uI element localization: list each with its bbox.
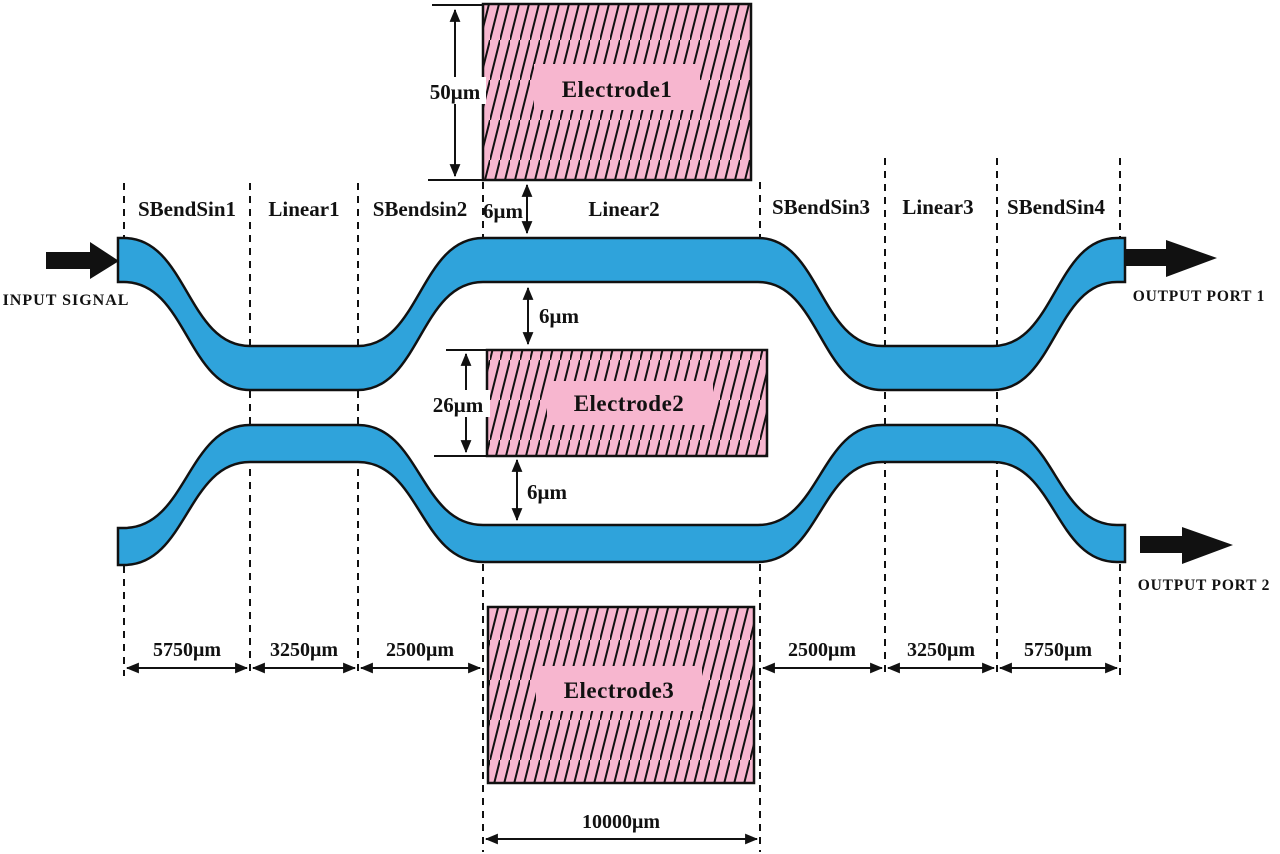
electrode2-label-box — [547, 381, 713, 425]
lower-waveguide — [116, 423, 1127, 567]
dim-gap-bottom: 6μm — [511, 458, 567, 522]
output-port2-label: OUTPUT PORT 2 — [1138, 577, 1270, 594]
dim-26um-label-bg — [426, 390, 490, 417]
section-label-sbendsin3: SBendSin3 — [772, 195, 870, 219]
dim-2500-right-label: 2500μm — [788, 639, 856, 661]
section-label-sbendsin2: SBendsin2 — [373, 197, 468, 221]
section-label-linear3: Linear3 — [902, 195, 973, 219]
dim-5750-left-label: 5750μm — [153, 639, 221, 661]
dim-26um-label: 26μm — [433, 393, 484, 417]
section-label-row: SBendSin1 Linear1 SBendsin2 Linear2 SBen… — [138, 195, 1106, 221]
electrode3-border — [486, 605, 756, 785]
electrode1: Electrode1 — [481, 2, 753, 182]
upper-waveguide — [116, 236, 1127, 392]
dim-gap-bottom-label: 6μm — [527, 480, 567, 504]
output-port1-label: OUTPUT PORT 1 — [1133, 288, 1265, 305]
input-signal-arrow — [46, 242, 119, 279]
dim-3250-right-label: 3250μm — [907, 639, 975, 661]
dim-gap-middle-label: 6μm — [539, 304, 579, 328]
dim-electrode2-height: 26μm — [426, 349, 490, 457]
electrode3: Electrode3 — [486, 605, 756, 785]
electrode2-label: Electrode2 — [574, 391, 685, 416]
section-label-linear2: Linear2 — [588, 197, 659, 221]
electrode1-label: Electrode1 — [562, 77, 673, 102]
output-port1-arrow — [1124, 240, 1217, 277]
section-label-sbendsin1: SBendSin1 — [138, 197, 236, 221]
section-label-sbendsin4: SBendSin4 — [1007, 195, 1106, 219]
output-port2-arrow — [1140, 527, 1233, 564]
dim-10000-label: 10000μm — [582, 811, 660, 833]
electrode3-label-box — [536, 666, 702, 711]
dim-gap-top: 6μm — [483, 183, 533, 235]
section-boundary-lines — [123, 158, 1121, 852]
electrode1-label-box — [534, 64, 700, 110]
length-dimension-row: 5750μm 3250μm 2500μm 2500μm 3250μm 5750μ… — [125, 639, 1119, 674]
dim-gap-middle: 6μm — [522, 286, 579, 346]
electrode2: Electrode2 — [485, 348, 769, 458]
input-signal-label: INPUT SIGNAL — [3, 292, 130, 309]
dim-50um-label-bg — [424, 77, 486, 104]
dim-gap-top-label: 6μm — [483, 199, 523, 223]
output-port-1: OUTPUT PORT 1 — [1124, 240, 1265, 305]
dim-5750-right-label: 5750μm — [1024, 639, 1092, 661]
dim-2500-left-label: 2500μm — [386, 639, 454, 661]
dim-50um-label: 50μm — [430, 80, 481, 104]
output-port-2: OUTPUT PORT 2 — [1138, 527, 1270, 594]
dim-electrode-length: 10000μm — [484, 811, 759, 845]
section-label-linear1: Linear1 — [268, 197, 339, 221]
input-signal: INPUT SIGNAL — [3, 242, 130, 309]
dim-3250-left-label: 3250μm — [270, 639, 338, 661]
electrode3-label: Electrode3 — [564, 678, 675, 703]
dim-electrode1-height: 50μm — [424, 4, 486, 181]
